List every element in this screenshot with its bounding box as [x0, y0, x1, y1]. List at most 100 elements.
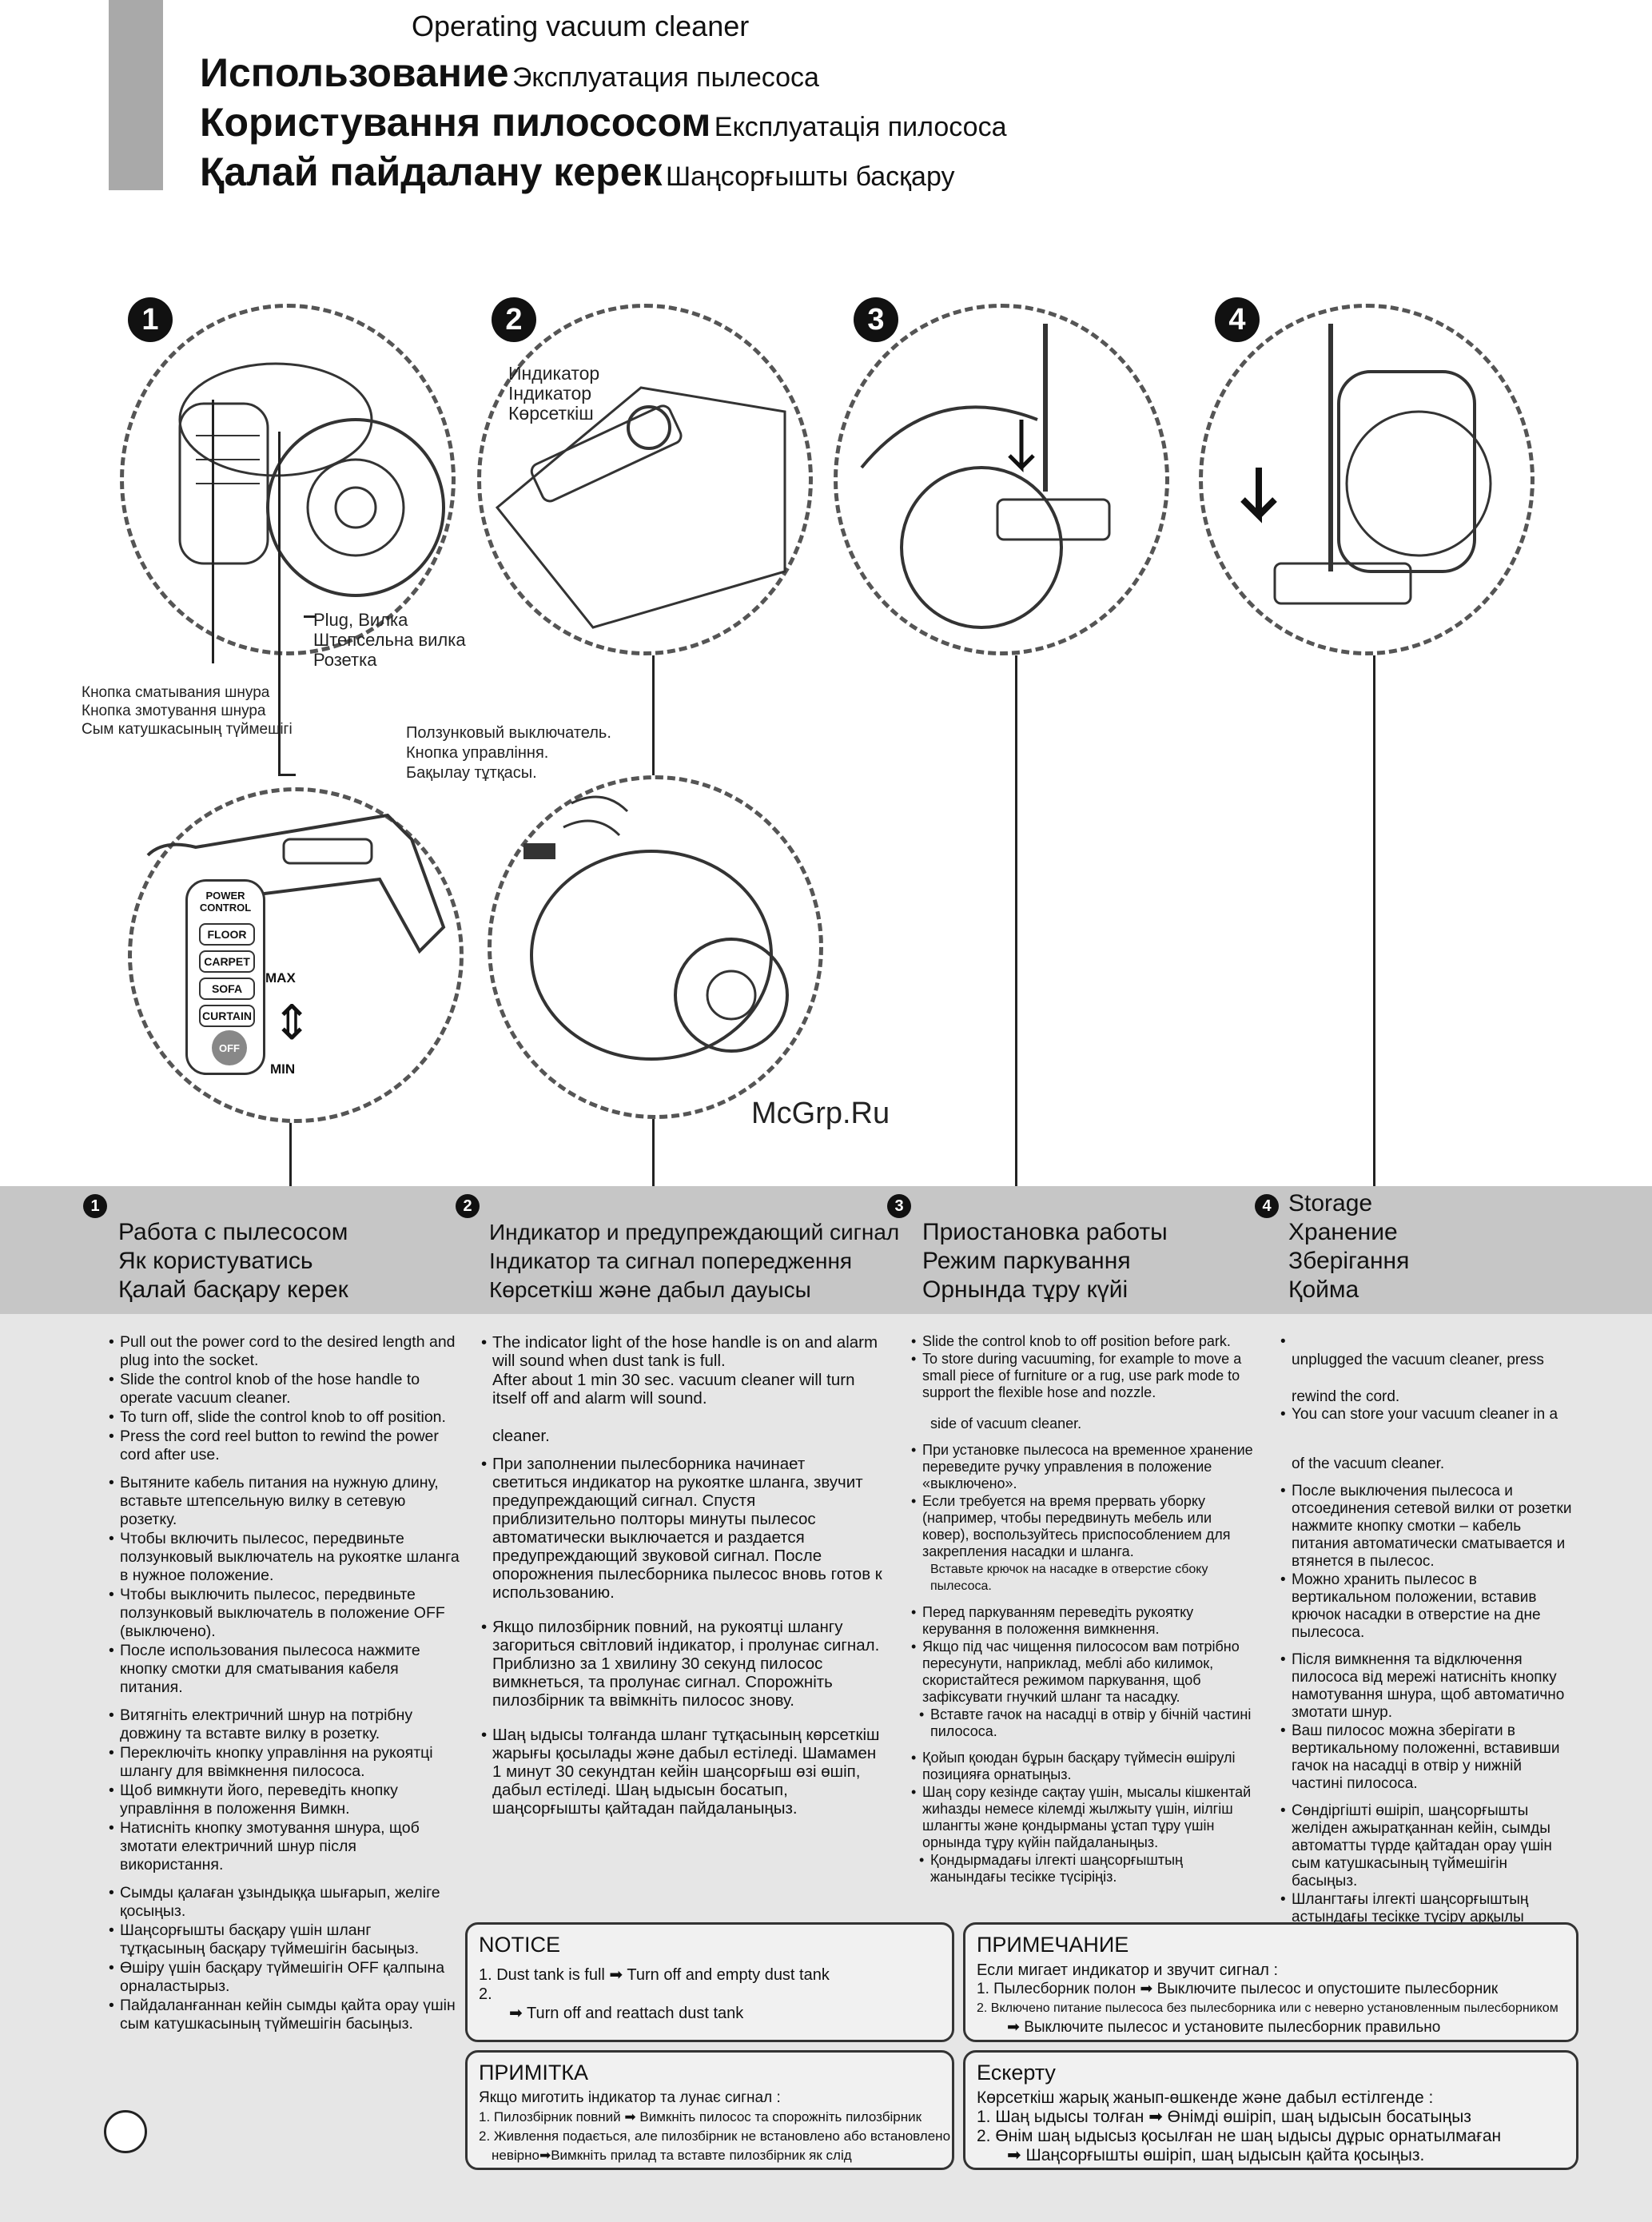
power-control-title-2: CONTROL	[199, 902, 252, 914]
arrow-right-icon: ➡	[1007, 2019, 1020, 2036]
prymitka-line-3-a: невірно	[492, 2148, 539, 2163]
list-item: Өшіру үшін басқару түймешігін OFF қалпын…	[109, 1959, 460, 1996]
primechanie-line-3: ➡ Выключите пылесос и установите пылесбо…	[977, 2018, 1565, 2037]
step-number-4: 4	[1215, 297, 1260, 342]
section-title-2-kz: Көрсеткіш және дабыл дауысы	[489, 1277, 811, 1302]
col3-en: Slide the control knob to off position b…	[911, 1333, 1255, 1432]
section-title-3-kz: Орнында тұру күйі	[922, 1276, 1129, 1303]
primechanie-title: ПРИМЕЧАНИЕ	[977, 1933, 1129, 1957]
arrow-right-icon: ➡	[539, 2148, 551, 2163]
list-item: Натисніть кнопку змотування шнура, щоб з…	[109, 1819, 460, 1874]
list-item: To store during vacuuming, for example t…	[911, 1351, 1255, 1401]
vacuum-plug-illustration	[178, 362, 445, 597]
figure-step-3	[834, 304, 1169, 655]
list-item: To turn off, slide the control knob to o…	[109, 1408, 460, 1427]
indicator-label: Индикатор Індикатор Көрсеткіш	[508, 364, 599, 424]
section-title-1-uk: Як користуватись	[118, 1248, 313, 1274]
arrow-right-icon: ➡	[509, 2005, 523, 2022]
indicator-label-kz: Көрсеткіш	[508, 403, 594, 424]
title-ukrainian-main: Користування пилососом	[200, 100, 711, 145]
step-number-1: 1	[128, 297, 173, 342]
eskertu-line-1-b: Өнімді өшіріп, шаң ыдысын босатыңыз	[1167, 2108, 1471, 2126]
arrow-right-icon: ➡	[1007, 2146, 1021, 2164]
col1-uk: Витягніть електричний шнур на потрібну д…	[109, 1706, 460, 1874]
eskertu-title: Ескерту	[977, 2061, 1056, 2085]
sofa-button[interactable]: SOFA	[199, 978, 255, 1000]
section-title-2-uk: Індикатор та сигнал попередження	[489, 1248, 853, 1273]
title-russian-main: Использование	[200, 50, 509, 95]
plug-label: Plug, Вилка Штепсельна вилка Розетка	[313, 610, 466, 670]
prymitka-line-2: 2. Живлення подається, але пилозбірник н…	[479, 2128, 951, 2144]
title-russian: Использование Эксплуатация пылесоса	[200, 50, 819, 96]
list-item: При заполнении пылесборника начинает све…	[481, 1455, 882, 1602]
eskertu-line-0: Көрсеткіш жарық жанып-өшкенде және дабыл…	[977, 2089, 1434, 2107]
list-item: Якщо пилозбірник повний, на рукоятці шла…	[481, 1618, 882, 1710]
section-number-3: 3	[887, 1194, 911, 1218]
list-item: Переключіть кнопку управління на рукоятц…	[109, 1744, 460, 1781]
column-3: Slide the control knob to off position b…	[911, 1333, 1255, 1895]
eskertu-line-1: 1. Шаң ыдысы толған ➡ Өнімді өшіріп, шаң…	[977, 2108, 1565, 2127]
col1-ru: Вытяните кабель питания на нужную длину,…	[109, 1474, 460, 1697]
section-title-1-ru: Работа с пылесосом	[118, 1219, 348, 1245]
notice-box-kz: Ескерту Көрсеткіш жарық жанып-өшкенде жә…	[963, 2050, 1578, 2170]
paragraph: of the vacuum cleaner.	[1292, 1455, 1445, 1472]
section-title-band	[0, 1186, 1652, 1314]
list-item: Якщо під час чищення пилососом вам потрі…	[911, 1639, 1255, 1706]
section-title-4: Storage Хранение Зберігання Қойма	[1288, 1189, 1409, 1304]
curtain-button[interactable]: CURTAIN	[199, 1005, 255, 1027]
list-item: Қондырмадағы ілгекті шаңсорғыштың жанынд…	[911, 1852, 1255, 1886]
notice-box-en: NOTICE 1. Dust tank is full ➡ Turn off a…	[465, 1922, 954, 2042]
col2-uk: Якщо пилозбірник повний, на рукоятці шла…	[481, 1618, 882, 1710]
floor-button[interactable]: FLOOR	[199, 923, 255, 946]
list-item: You can store your vacuum cleaner in a	[1280, 1406, 1576, 1424]
list-item: Вставте гачок на насадці в отвір у бічні…	[911, 1706, 1255, 1740]
section-number-1: 1	[83, 1194, 107, 1218]
col3-uk: Перед паркуванням переведіть рукоятку ке…	[911, 1604, 1255, 1740]
list-item: После выключения пылесоса и отсоединения…	[1280, 1483, 1576, 1571]
title-russian-sub: Эксплуатация пылесоса	[512, 62, 819, 93]
col4-uk: Після вимкнення та відключення пилососа …	[1280, 1651, 1576, 1793]
col3-ru: При установке пылесоса на временное хран…	[911, 1442, 1255, 1595]
primechanie-line-1: 1. Пылесборник полон ➡ Выключите пылесос…	[977, 1980, 1565, 1999]
section-title-1-kz: Қалай басқару керек	[118, 1276, 348, 1303]
section-title-4-en: Storage	[1288, 1190, 1373, 1217]
max-label: MAX	[265, 970, 296, 986]
col4-en: unplugged the vacuum cleaner, press rewi…	[1280, 1333, 1576, 1473]
leader-line	[304, 615, 315, 618]
list-item: Slide the control knob of the hose handl…	[109, 1371, 460, 1408]
notice-line-2: 2.	[479, 1985, 492, 2003]
prymitka-line-0: Якщо миготить індикатор та лунає сигнал …	[479, 2089, 781, 2106]
arrow-right-icon: ➡	[1148, 2108, 1163, 2126]
primechanie-line-0: Если мигает индикатор и звучит сигнал :	[977, 1961, 1279, 1979]
leader-line	[278, 774, 296, 776]
park-mode-illustration	[860, 324, 1111, 629]
list-item: Чтобы выключить пылесос, передвиньте пол…	[109, 1586, 460, 1641]
list-item: Ваш пилосос можна зберігати в вертикальн…	[1280, 1722, 1576, 1793]
list-item: Шаңсорғышты басқару үшін шланг тұтқасыны…	[109, 1921, 460, 1958]
list-item: Щоб вимкнути його, переведіть кнопку упр…	[109, 1782, 460, 1818]
section-title-3-ru: Приостановка работы	[922, 1219, 1168, 1245]
list-item: Пайдаланғаннан кейін сымды қайта орау үш…	[109, 1997, 460, 2033]
carpet-button[interactable]: CARPET	[199, 950, 255, 973]
leader-line	[212, 400, 214, 663]
list-item: При установке пылесоса на временное хран…	[911, 1442, 1255, 1492]
notice-box-uk: ПРИМІТКА Якщо миготить індикатор та луна…	[465, 2050, 954, 2170]
vertical-storage-illustration	[1240, 324, 1492, 605]
list-item: Қойып қоюдан бұрын басқару түймесін өшір…	[911, 1750, 1255, 1783]
notice-line-3: ➡ Turn off and reattach dust tank	[479, 2004, 941, 2023]
list-item: Slide the control knob to off position b…	[911, 1333, 1255, 1350]
leader-line	[1015, 655, 1017, 1188]
section-title-2: Индикатор и предупреждающий сигнал Індик…	[489, 1218, 899, 1304]
paragraph: rewind the cord.	[1292, 1388, 1400, 1405]
list-item: Pull out the power cord to the desired l…	[109, 1333, 460, 1370]
plug-label-en: Plug, Вилка	[313, 610, 408, 630]
prymitka-line-1: 1. Пилозбірник повний ➡ Вимкніть пилосос…	[479, 2108, 941, 2127]
off-button[interactable]: OFF	[212, 1030, 247, 1065]
column-1: Pull out the power cord to the desired l…	[109, 1333, 460, 2043]
figure-step-2	[477, 304, 813, 655]
arrow-right-icon: ➡	[624, 2109, 636, 2124]
list-item: Сөндіргішті өшіріп, шаңсорғышты желіден …	[1280, 1802, 1576, 1890]
col3-kz: Қойып қоюдан бұрын басқару түймесін өшір…	[911, 1750, 1255, 1886]
slider-label: Ползунковый выключатель. Кнопка управлін…	[406, 723, 611, 783]
list-item	[1280, 1333, 1576, 1351]
